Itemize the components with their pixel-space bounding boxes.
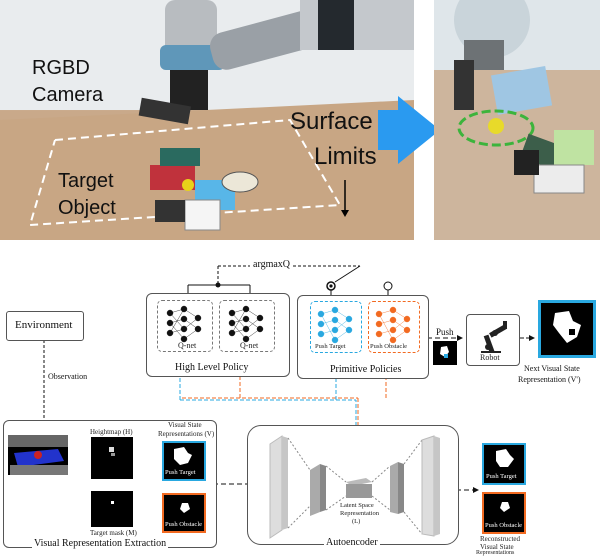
qnet-2-label: Q-net — [240, 341, 259, 350]
push-obstacle-net-panel: Push Obstacle — [368, 301, 420, 353]
robot-photo-right — [434, 0, 600, 240]
visual-state-push-obstacle: Push Obstacle — [162, 493, 206, 533]
heightmap-shape — [109, 447, 115, 456]
reconstructed-push-obstacle: Push Obstacle — [482, 492, 526, 534]
push-obstacle-shape — [180, 503, 190, 513]
observation-label: Observation — [48, 372, 88, 381]
environment-label: Environment — [15, 319, 73, 331]
autoencoder-box: Latent Space Representation (L) Autoenco… — [247, 425, 459, 548]
target-mask-label: Target mask (M) — [90, 529, 137, 537]
latent-label-line1: Latent Space — [340, 502, 374, 509]
qnet-1-panel: Q-net — [157, 300, 213, 352]
neural-net-icon — [228, 305, 264, 343]
latent-label-line3: (L) — [352, 518, 361, 525]
visual-extraction-box: Heightmap (H) Visual State Representatio… — [3, 420, 217, 549]
push-obstacle-img-label: Push Obstacle — [165, 521, 203, 528]
push-target-net-label: Push Target — [315, 343, 346, 350]
target-mask-image — [91, 491, 133, 527]
visual-state-label-line1: Visual State — [168, 421, 202, 429]
robot-box: Robot — [466, 314, 520, 366]
reconstructed-label-line3: Representations — [476, 550, 515, 556]
reconstructed-push-obstacle-label: Push Obstacle — [485, 522, 523, 529]
zoom-scene-svg — [434, 0, 600, 194]
high-level-policy-box: Q-net Q-net High Level Policy — [146, 293, 290, 377]
scene-render — [8, 435, 68, 475]
argmax-label: argmaxQ — [250, 259, 294, 270]
visual-state-push-target: Push Target — [162, 441, 206, 481]
primitive-policies-label: Primitive Policies — [328, 364, 404, 375]
reconstructed-push-target-label: Push Target — [486, 473, 517, 480]
neural-net-blue-icon — [317, 306, 353, 344]
next-state-label-line1: Next Visual State — [524, 364, 580, 373]
push-target-shape — [174, 447, 192, 465]
heightmap-image — [91, 437, 133, 479]
push-target-net-panel: Push Target — [310, 301, 362, 353]
reconstructed-label-line2: Visual State — [480, 543, 514, 551]
robot-photo-left: RGBD Camera Target Object Surface Limits — [0, 0, 414, 240]
reconstructed-push-target: Push Target — [482, 443, 526, 485]
reconstructed-label-line1: Reconstructed — [480, 535, 521, 543]
camera-label-line2: Camera — [32, 84, 104, 106]
visual-extraction-label: Visual Representation Extraction — [32, 538, 169, 549]
robot-scene-svg — [0, 0, 414, 240]
high-level-policy-label: High Level Policy — [173, 362, 251, 373]
neural-net-icon — [166, 305, 202, 343]
visual-state-label-line2: Representations (V) — [158, 430, 215, 438]
push-action-image — [433, 341, 457, 365]
autoencoder-label: Autoencoder — [324, 537, 380, 548]
scene-render-shape — [8, 435, 68, 475]
heightmap-label: Heightmap (H) — [90, 428, 133, 436]
push-obstacle-net-label: Push Obstacle — [370, 343, 408, 350]
neural-net-orange-icon — [375, 306, 411, 344]
robot-label: Robot — [479, 353, 501, 362]
reconstructed-obstacle-shape — [500, 502, 510, 512]
primitive-policies-box: Push Target Push Obstacle Primitive Poli… — [297, 295, 429, 379]
next-state-image — [538, 300, 596, 358]
autoencoder-shape — [269, 435, 440, 539]
camera-label-line1: RGBD — [32, 57, 90, 79]
push-action-shape — [440, 346, 449, 358]
next-state-label-line2: Representation (V') — [518, 375, 581, 384]
environment-box: Environment — [6, 311, 84, 341]
push-target-img-label: Push Target — [165, 469, 196, 476]
surface-label-line2: Limits — [314, 143, 377, 170]
reconstructed-target-shape — [496, 449, 514, 467]
target-label-line2: Object — [58, 197, 116, 219]
target-label-line1: Target — [58, 170, 114, 192]
next-state-shape — [553, 311, 581, 343]
qnet-1-label: Q-net — [178, 341, 197, 350]
push-label: Push — [436, 327, 454, 337]
latent-label-line2: Representation — [340, 510, 379, 517]
qnet-2-panel: Q-net — [219, 300, 275, 352]
target-mask-shape — [111, 501, 114, 504]
surface-label-line1: Surface — [290, 108, 373, 135]
